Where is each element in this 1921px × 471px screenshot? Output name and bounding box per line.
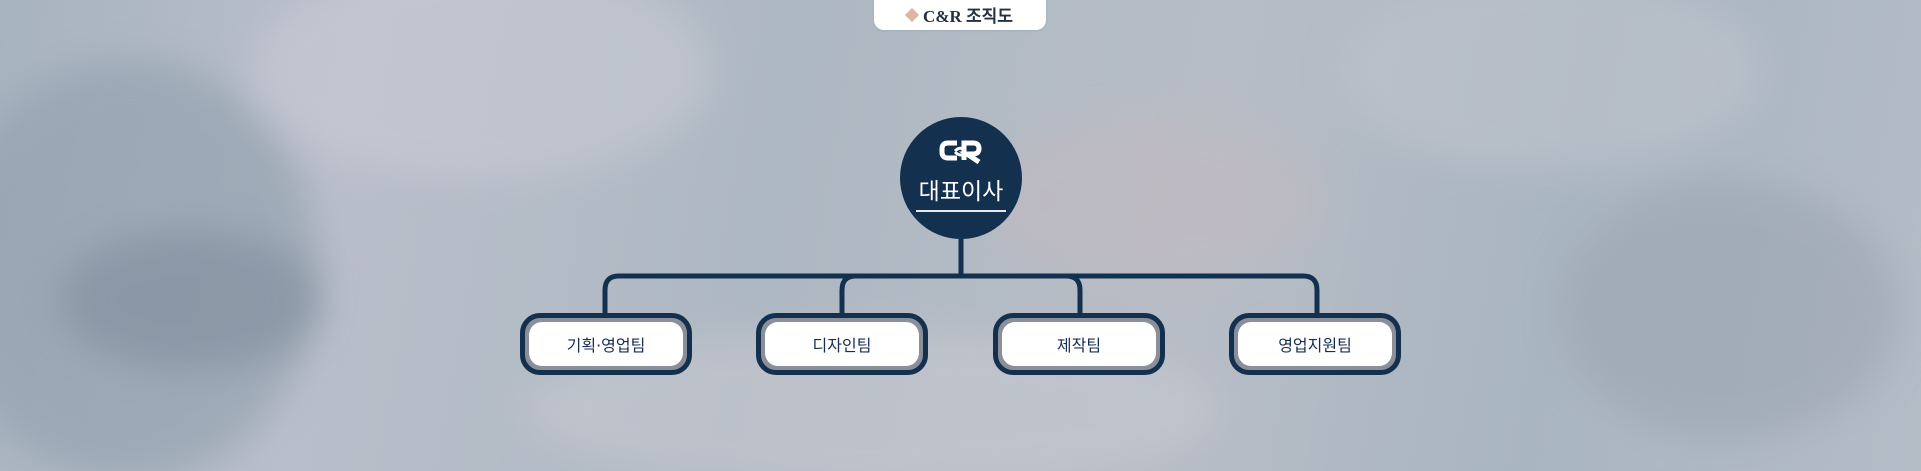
ceo-node: 대표이사 xyxy=(900,117,1022,239)
dept-label: 제작팀 xyxy=(1056,336,1102,355)
dept-label: 기획·영업팀 xyxy=(566,336,646,355)
background-photo-blur xyxy=(250,0,710,180)
background-photo-blur xyxy=(60,230,320,370)
dept-planning-sales: 기획·영업팀 xyxy=(520,313,692,375)
dept-design: 디자인팀 xyxy=(756,313,928,375)
dept-label: 영업지원팀 xyxy=(1278,336,1352,355)
section-title: C&R 조직도 xyxy=(923,7,1013,26)
background-photo-blur xyxy=(1560,180,1900,440)
dept-label: 디자인팀 xyxy=(812,336,872,355)
dept-production: 제작팀 xyxy=(993,313,1165,375)
background-photo-blur xyxy=(1340,0,1760,170)
inner-connector xyxy=(839,273,1083,316)
outer-connector xyxy=(602,273,1320,316)
background-photo-blur xyxy=(980,120,1320,280)
ceo-label: 대표이사 xyxy=(918,179,1004,205)
company-logo-icon xyxy=(939,138,983,170)
dept-sales-support: 영업지원팀 xyxy=(1229,313,1401,375)
ceo-underline xyxy=(916,210,1006,212)
section-title-tab: C&R 조직도 xyxy=(874,0,1046,30)
